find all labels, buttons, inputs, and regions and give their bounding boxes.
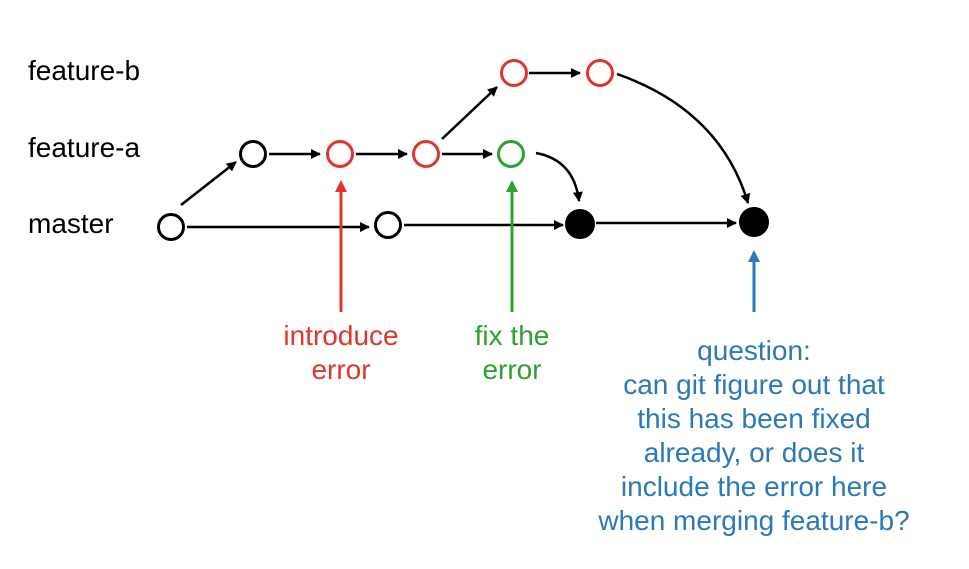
annotation-question-line-2: can git figure out that bbox=[623, 369, 885, 400]
commit-master-merge-a bbox=[565, 209, 595, 239]
commit-feature-a-2-error bbox=[326, 140, 354, 168]
annotation-fix-error: fix the error bbox=[442, 319, 582, 387]
branch-label-feature-b: feature-b bbox=[28, 55, 141, 86]
commit-feature-a-4-fix bbox=[497, 140, 525, 168]
annotation-fix-line-1: fix the bbox=[474, 320, 550, 351]
edge-a4-m3 bbox=[535, 151, 583, 202]
annotation-question-line-6: when merging feature-b? bbox=[598, 505, 910, 536]
annotation-introduce-line-1: introduce bbox=[283, 320, 399, 351]
commit-feature-a-1 bbox=[239, 140, 267, 168]
branch-label-master: master bbox=[28, 208, 114, 239]
edge-a3-b1 bbox=[441, 86, 498, 140]
annotation-fix-line-2: error bbox=[482, 354, 542, 385]
annotation-question-line-3: this has been fixed bbox=[637, 403, 871, 434]
edge-m1-a1 bbox=[180, 161, 237, 206]
commit-feature-b-1-error bbox=[500, 59, 528, 87]
commit-feature-b-2-error bbox=[586, 59, 614, 87]
commit-master-1 bbox=[157, 213, 185, 241]
commit-master-merge-b bbox=[739, 207, 769, 237]
edge-b2-m4 bbox=[616, 72, 751, 204]
annotation-question-line-5: include the error here bbox=[620, 471, 888, 502]
branch-label-feature-a: feature-a bbox=[28, 132, 141, 163]
annotation-question-line-1: question: bbox=[697, 335, 811, 366]
annotation-question: question: can git figure out that this h… bbox=[566, 334, 942, 538]
annotation-question-line-4: already, or does it bbox=[643, 437, 865, 468]
annotation-introduce-line-2: error bbox=[311, 354, 371, 385]
annotation-introduce-error: introduce error bbox=[261, 319, 421, 387]
commit-feature-a-3-error bbox=[412, 140, 440, 168]
commit-master-2 bbox=[374, 211, 402, 239]
